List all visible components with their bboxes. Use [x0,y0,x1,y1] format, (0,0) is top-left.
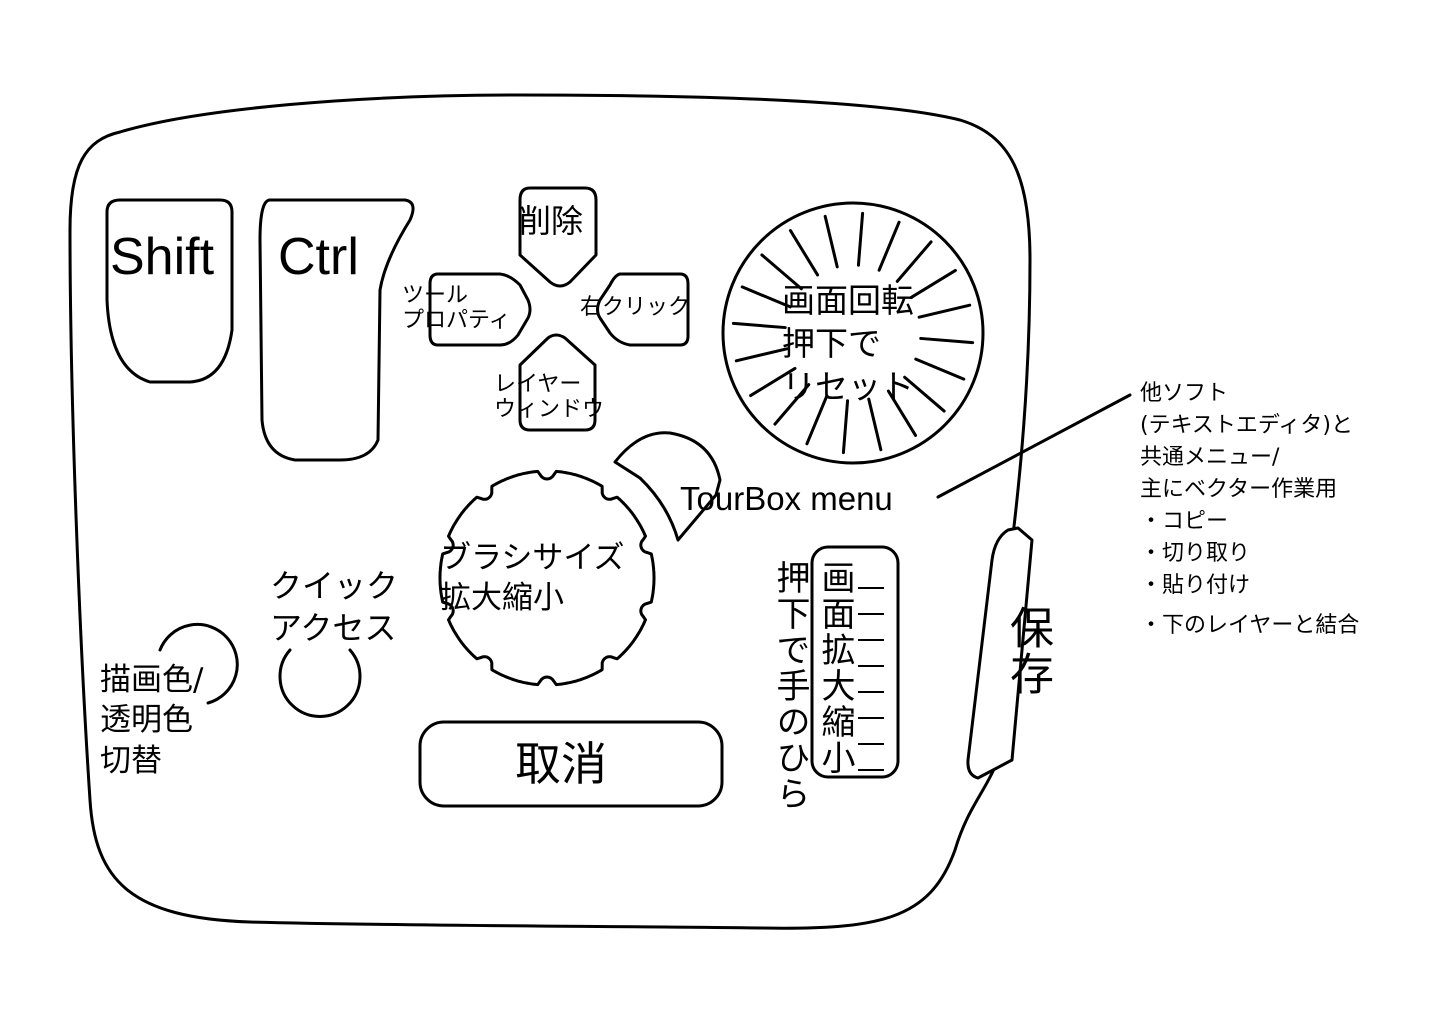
dpad-right-label: 右クリック [580,295,691,320]
knob-ray [919,336,975,345]
dpad-down-button[interactable] [518,333,597,432]
quick-access-label: クイック アクセス [270,567,399,647]
knob-ray [760,253,803,291]
zoom-wheel-label: 画面拡大縮小 [815,560,855,776]
shift-key[interactable] [105,198,234,384]
annotation-line: ・貼り付け [1140,573,1251,598]
annotation-line: 他ソフト [1140,381,1229,406]
knob-ray [877,220,901,272]
annotation-line: ・下のレイヤーと結合 [1140,613,1360,638]
knob-ray [773,383,811,426]
dpad-left-button[interactable] [428,272,532,347]
zoom-wheel[interactable] [810,545,900,779]
ctrl-label: Ctrl [278,228,359,286]
annotation-line: (テキストエディタ)と [1140,413,1353,438]
scroll-wheel[interactable] [438,469,656,687]
dpad-right-button[interactable] [596,272,690,347]
scroll-wheel-outline[interactable] [438,469,656,687]
knob-ray [886,389,918,437]
quick-access-button[interactable] [278,648,362,718]
annotation-line: ・コピー [1140,509,1229,534]
annotation-line: 主にベクター作業用 [1140,477,1338,502]
scroll-wheel-label: ブラシサイズ 拡大縮小 [440,540,625,617]
knob-ray [731,321,787,330]
knob[interactable] [721,201,985,465]
knob-ray [740,285,792,309]
ctrl-key[interactable] [258,198,415,462]
knob-ray [914,357,966,381]
knob-ray [749,366,797,398]
annotation-leader-line [936,393,1132,499]
knob-ray [788,229,820,277]
zoom-wheel-press-label: 押下で手のひら [770,560,810,812]
annotation-line: 共通メニュー/ [1140,445,1280,470]
annotation-line: ・切り取り [1140,541,1251,566]
save-label: 保存 [1002,605,1053,697]
color-switch-label: 描画色/ 透明色 切替 [100,662,204,779]
knob-ray [856,211,865,267]
knob-ray [823,214,839,269]
knob-ray [895,240,933,283]
tourbox-menu-button[interactable] [613,431,722,542]
save-button[interactable] [966,526,1034,780]
knob-ray [867,397,883,452]
cancel-label: 取消 [515,737,607,791]
knob-rays [731,211,975,455]
shift-label: Shift [110,228,215,286]
knob-ray [903,375,946,413]
color-switch-button[interactable] [158,622,239,705]
cancel-button[interactable] [418,720,724,808]
tourbox-menu-label: TourBox menu [680,480,893,517]
dpad-up-label: 削除 [519,202,584,240]
dpad-up-button[interactable] [518,186,598,288]
knob-ray [909,268,957,300]
knob-ray [734,347,789,363]
dpad-down-label: レイヤー ウィンドウ [494,372,605,423]
zoom-wheel-ticks [858,587,884,771]
knob-ray [917,303,972,319]
knob-ray [805,394,829,446]
knob-label: 画面回転 押下で リセット [782,281,914,406]
dpad-left-label: ツール プロパティ [402,283,511,334]
knob-ray [841,399,850,455]
